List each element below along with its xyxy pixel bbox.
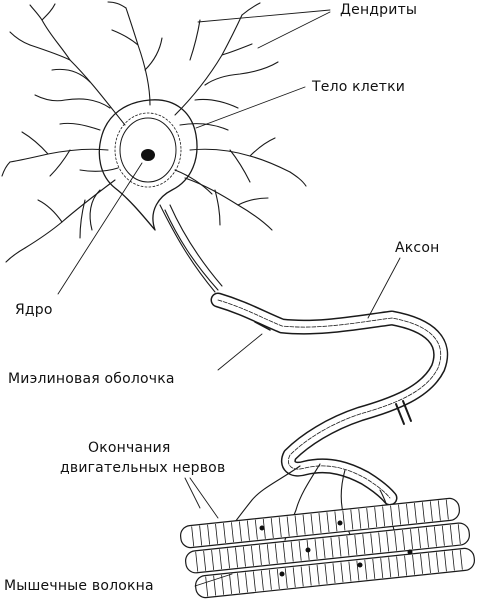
leader-line-motor-endings-2 [189,477,219,519]
leader-line-myelin [217,333,263,371]
myelin-sheath-label: Миэлиновая оболочка [8,371,175,387]
nucleus-label: Ядро [15,302,53,318]
muscle-fibers [180,497,475,599]
motor-endings-label-line1: Окончания [88,440,171,456]
cell-body [98,99,198,231]
dendrites-label: Дендриты [340,2,418,18]
muscle-fiber [195,547,475,599]
axon-label: Аксон [395,240,440,256]
axon [210,292,449,506]
muscle-fiber [180,497,460,549]
muscle-fiber [185,522,470,574]
dendrites [1,1,307,263]
motor-endings-label-line2: двигательных нервов [60,460,226,476]
nucleus [141,149,155,161]
leader-lines [57,9,401,587]
axon-hillock [159,204,223,293]
leader-line-muscle-fibers [194,573,233,587]
leader-line-axon [367,257,401,319]
muscle-nuclei [259,520,413,577]
muscle-fibers-label: Мышечные волокна [4,578,154,594]
myelin-sheath [254,321,271,331]
cell-body-label: Тело клетки [312,79,406,95]
leader-line-dendrites-2 [257,11,331,49]
leader-line-cell-body [195,86,306,129]
leader-line-dendrites-1 [197,9,331,23]
leader-line-motor-endings-1 [184,477,201,509]
leader-line-nucleus [57,162,143,295]
